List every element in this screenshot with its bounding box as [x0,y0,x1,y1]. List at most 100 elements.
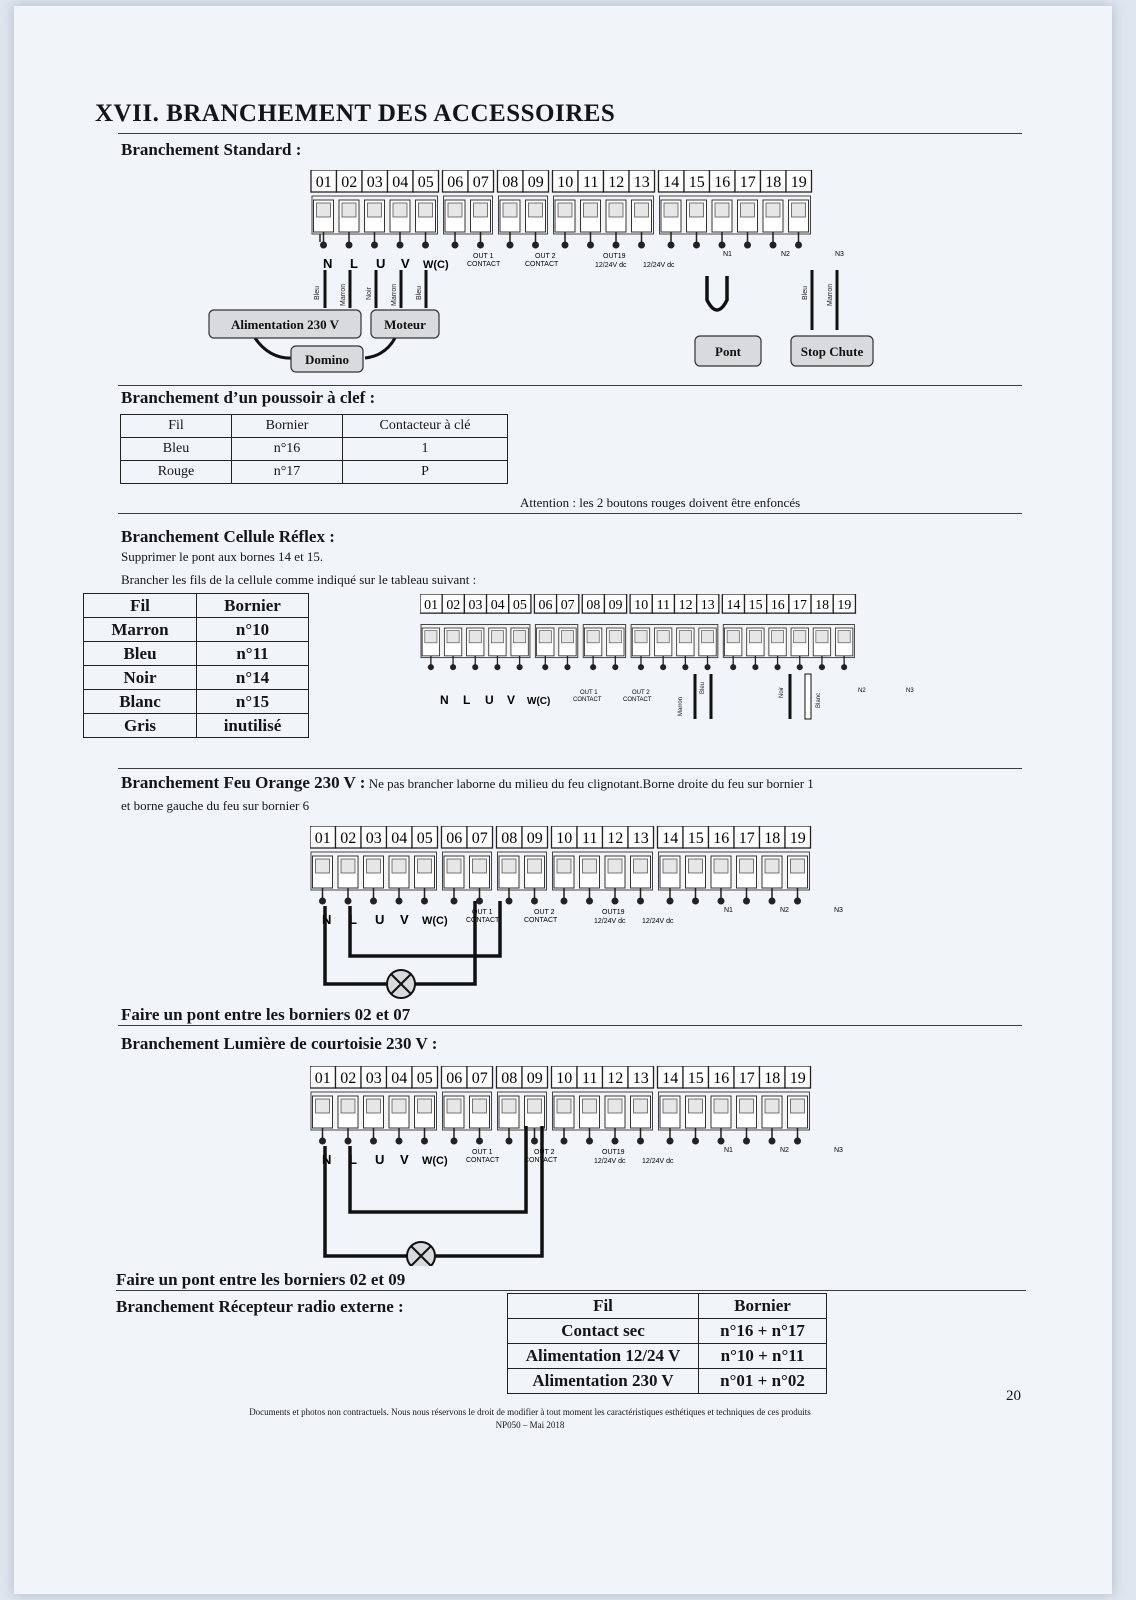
n3-label: N3 [834,907,843,914]
terminal-number: 08 [501,1070,517,1087]
terminal-box [411,826,439,849]
terminal-number: 18 [765,174,781,191]
out1-label: OUT 1 [472,909,493,916]
screw-terminal [710,855,732,906]
screw-terminal [553,855,575,906]
page-title: XVII. BRANCHEMENT DES ACCESSOIRES [95,100,616,127]
terminal-number: 02 [446,598,460,613]
table-cell: n°01 + n°02 [698,1368,827,1394]
wire-label: Marron [678,697,684,716]
terminal-number: 10 [556,830,572,847]
terminal-number: 09 [528,174,544,191]
terminal-box [467,170,495,193]
wire-label: Marron [340,284,347,306]
poussoir-note: Attention : les 2 boutons rouges doivent… [520,495,801,510]
terminal-number: 19 [790,830,806,847]
terminal-box [603,594,628,614]
divider [118,385,1022,386]
phase-label: L [463,693,470,707]
terminal-number: 16 [713,1070,729,1087]
screw-terminal [735,855,758,906]
cellule-instruction: Supprimer le pont aux bornes 14 et 15. [121,549,324,564]
terminal-number: 14 [726,598,740,613]
table-cell: Contact sec [507,1318,699,1344]
dc-label: 12/24V dc [642,918,674,925]
pont-box-label: Pont [715,344,742,359]
screw-terminal [578,1095,601,1146]
n3-label: N3 [835,251,844,258]
lamp-icon [406,1241,436,1266]
screw-terminal [631,627,651,671]
screw-terminal [363,199,386,250]
screw-terminal [535,627,555,671]
terminal-number: 04 [392,174,408,191]
phase-label: U [485,693,494,707]
table-cell: n°16 + n°17 [698,1318,827,1344]
terminal-number: 06 [446,1070,462,1087]
terminal-number: 13 [701,598,715,613]
table-cell: n°15 [196,689,309,714]
screw-terminal [389,199,411,250]
screw-terminal [787,199,810,250]
stop-chute-box-label: Stop Chute [801,344,864,359]
dc-label: 12/24V dc [642,1158,674,1165]
domino-box-label: Domino [305,352,349,367]
contact-label: CONTACT [466,1157,500,1164]
out2-label: OUT 2 [534,1149,555,1156]
section-heading-poussoir: Branchement d’un poussoir à clef : [121,388,376,407]
screw-terminal [558,627,577,671]
screw-terminal [414,199,437,250]
screw-terminal [659,1095,681,1146]
cellule-table: Fil Bornier Marron n°10 Bleu n°11 Noir n… [83,593,309,738]
phase-label: W(C) [422,1155,448,1167]
recepteur-table: Fil Bornier Contact sec n°16 + n°17 Alim… [507,1293,827,1394]
table-cell: n°14 [196,665,309,690]
phase-label: U [375,912,384,927]
terminal-number: 15 [688,1070,704,1087]
n1-label: N1 [724,1147,733,1154]
phase-label: V [400,1152,409,1167]
screw-terminal [553,1095,575,1146]
screw-terminal [761,1095,783,1146]
screw-terminal [579,199,602,250]
screw-terminal [790,627,810,671]
terminal-box [508,594,532,614]
screw-terminal [498,855,520,906]
terminal-number: 05 [418,174,434,191]
table-header: Contacteur à clé [342,414,508,438]
table-header: Bornier [698,1293,827,1319]
out19-label: OUT19 [602,909,625,916]
terminal-number: 12 [607,1070,623,1087]
out2-label: OUT 2 [534,909,555,916]
terminal-box [412,170,440,193]
out2-label: OUT 2 [535,253,556,260]
terminal-number: 11 [582,1070,597,1087]
terminal-number: 18 [815,598,829,613]
terminal-number: 11 [583,174,598,191]
terminal-box [784,1066,812,1089]
alimentation-box-label: Alimentation 230 V [231,317,340,332]
table-cell: n°11 [196,641,309,666]
table-cell: Alimentation 12/24 V [507,1343,699,1369]
screw-terminal [630,199,653,250]
feu-paragraph: Branchement Feu Orange 230 V : Ne pas br… [121,773,1021,793]
screw-terminal [499,199,521,250]
screw-terminal [684,855,707,906]
moteur-box-label: Moteur [384,317,426,332]
contact-label: CONTACT [524,917,558,924]
terminal-number: 15 [689,174,705,191]
terminal-number: 16 [713,830,729,847]
terminal-number: 02 [340,1070,356,1087]
table-row: Marron n°10 [83,617,309,642]
wire-label: Bleu [802,286,809,300]
terminal-number: 05 [513,598,527,613]
out1-label: OUT 1 [472,1149,493,1156]
terminal-number: 03 [469,598,483,613]
screw-terminal [660,199,682,250]
screw-terminal [786,1095,809,1146]
section-heading-courtoisie: Branchement Lumière de courtoisie 230 V … [121,1034,438,1053]
screw-terminal [510,627,529,671]
terminal-box [784,826,812,849]
terminal-number: 10 [557,174,573,191]
terminal-box [628,170,656,193]
